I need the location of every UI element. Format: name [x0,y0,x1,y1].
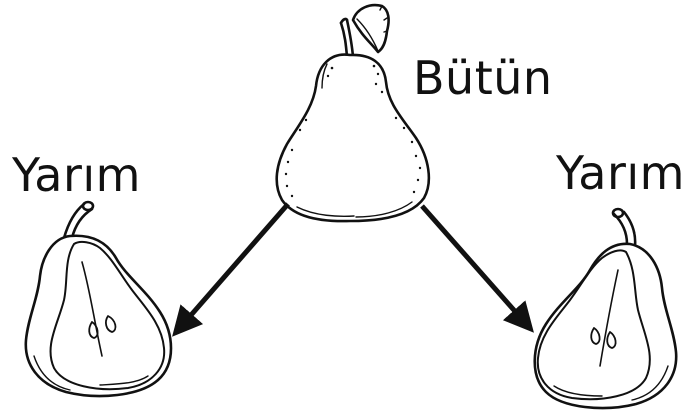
arrow-to-left-half [172,202,290,337]
whole-label: Bütün [413,51,553,105]
half-pear-icon [533,207,678,410]
arrow-to-right-half [420,204,534,333]
half-pear-icon [24,200,173,398]
left-half-label: Yarım [12,148,141,202]
right-half-label: Yarım [556,146,685,200]
whole-pear-icon [275,3,431,223]
